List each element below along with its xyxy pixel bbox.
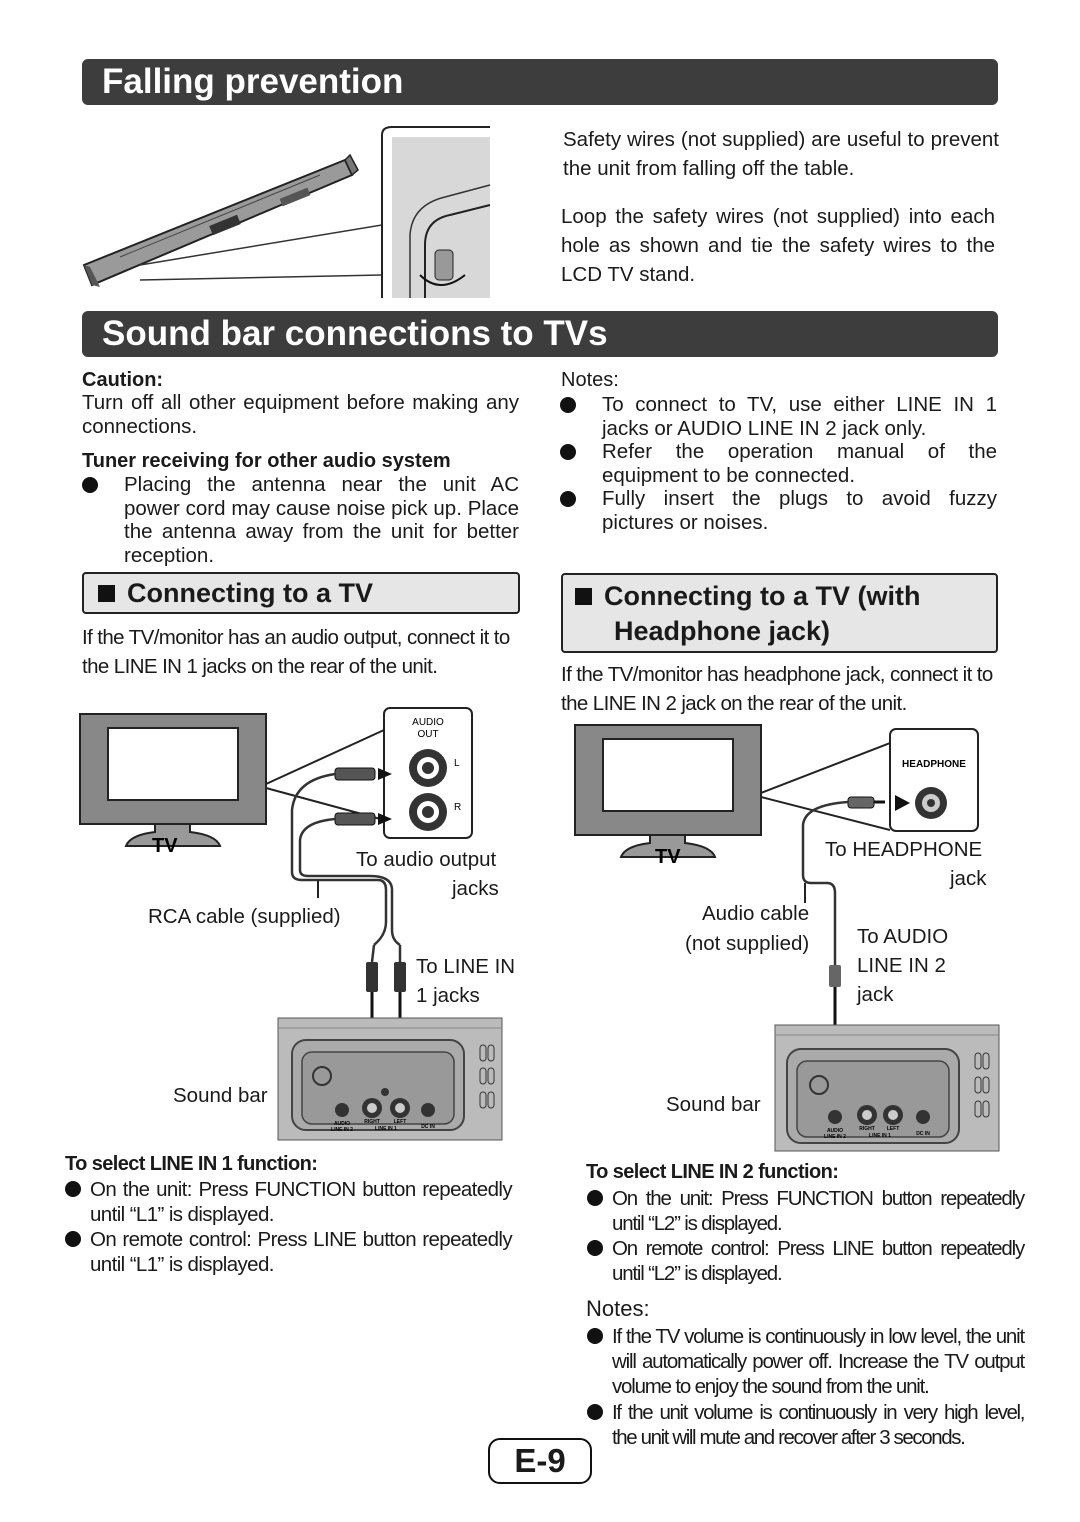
sound-bar-label: Sound bar: [666, 1093, 761, 1116]
to-audio-output-label: To audio output: [356, 848, 497, 871]
audio-cable-label: Audio cable: [702, 902, 810, 925]
falling-para-2: Loop the safety wires (not supplied) int…: [561, 205, 995, 286]
panel-label-line-in-2: LINE IN 2: [824, 1134, 846, 1140]
bottom-note-text: If the unit volume is continuously in ve…: [612, 1401, 1025, 1449]
headphone-connection-diagram: TV HEADPHONE AUDIO LINE IN 2 RIGHT LEFT …: [574, 724, 1000, 1152]
note-item: Fully insert the plugs to avoid fuzzy pi…: [560, 487, 997, 534]
panel-label-dc-in: DC IN: [916, 1131, 930, 1137]
select-line-in-1-heading: To select LINE IN 1 function:: [65, 1153, 318, 1175]
bullet-icon: [65, 1231, 81, 1247]
square-bullet-icon: [575, 588, 592, 605]
to-headphone-label: To HEADPHONE: [825, 838, 983, 861]
panel-label-audio: AUDIO: [334, 1121, 350, 1127]
sound-bar-label: Sound bar: [173, 1084, 268, 1107]
note-text: Fully insert the plugs to avoid fuzzy pi…: [602, 487, 997, 534]
panel-label-left: LEFT: [394, 1119, 407, 1125]
tv-label: TV: [152, 835, 178, 857]
select-bullet-text: On remote control: Press LINE button rep…: [90, 1228, 513, 1276]
bottom-note-item: If the unit volume is continuously in ve…: [587, 1400, 1025, 1450]
select-line-in-2-heading: To select LINE IN 2 function:: [586, 1161, 839, 1183]
connecting-headphone-heading: Connecting to a TV (with Headphone jack): [561, 573, 998, 653]
select-bullet-text: On the unit: Press FUNCTION button repea…: [90, 1178, 513, 1226]
bottom-notes-heading: Notes:: [586, 1296, 650, 1321]
bullet-icon: [560, 397, 576, 413]
bullet-icon: [587, 1404, 603, 1420]
panel-label-right: RIGHT: [859, 1126, 875, 1132]
headphone-heading-line-1: Connecting to a TV (with: [604, 581, 921, 611]
note-item: To connect to TV, use either LINE IN 1 j…: [560, 393, 997, 440]
connecting-tv-heading: Connecting to a TV: [82, 572, 520, 614]
to-audio-label: To AUDIO: [857, 925, 949, 948]
select-bullet: On remote control: Press LINE button rep…: [587, 1236, 1025, 1286]
note-item: Refer the operation manual of the equipm…: [560, 440, 997, 487]
tuner-bullet: Placing the antenna near the unit AC pow…: [82, 473, 519, 567]
audio-out-label-2: OUT: [417, 729, 438, 740]
select-bullet: On remote control: Press LINE button rep…: [65, 1227, 513, 1277]
falling-para-1: Safety wires (not supplied) are useful t…: [563, 128, 999, 180]
to-line-in-label: To LINE IN: [416, 955, 516, 978]
square-bullet-icon: [98, 585, 115, 602]
rca-cable-label: RCA cable (supplied): [148, 905, 341, 928]
bullet-icon: [82, 477, 98, 493]
panel-label-line-in-1: LINE IN 1: [869, 1133, 891, 1139]
note-text: Refer the operation manual of the equipm…: [602, 440, 997, 487]
falling-prevention-title: Falling prevention: [82, 59, 998, 105]
select-bullet-text: On remote control: Press LINE button rep…: [612, 1237, 1025, 1285]
select-bullet: On the unit: Press FUNCTION button repea…: [65, 1177, 513, 1227]
page-number: E-9: [488, 1438, 592, 1484]
bullet-icon: [65, 1181, 81, 1197]
panel-label-line-in-2: LINE IN 2: [331, 1127, 353, 1133]
panel-label-audio: AUDIO: [827, 1128, 843, 1134]
headphone-intro: If the TV/monitor has headphone jack, co…: [561, 663, 993, 715]
tv-intro: If the TV/monitor has an audio output, c…: [82, 626, 510, 678]
bullet-icon: [587, 1328, 603, 1344]
connections-title: Sound bar connections to TVs: [82, 311, 998, 357]
headphone-jack-panel: [889, 728, 979, 832]
connecting-tv-heading-text: Connecting to a TV: [127, 578, 373, 608]
bottom-note-item: If the TV volume is continuously in low …: [587, 1324, 1025, 1399]
tuner-heading: Tuner receiving for other audio system: [82, 450, 451, 472]
bullet-icon: [560, 444, 576, 460]
headphone-label: HEADPHONE: [902, 759, 966, 770]
line-in-2-jack-label: jack: [857, 983, 894, 1006]
left-channel-label: L: [454, 758, 460, 769]
jacks-label: jacks: [452, 877, 499, 900]
bullet-icon: [560, 491, 576, 507]
bullet-icon: [587, 1240, 603, 1256]
audio-out-label-1: AUDIO: [412, 717, 444, 728]
bottom-note-text: If the TV volume is continuously in low …: [612, 1325, 1025, 1398]
panel-label-right: RIGHT: [364, 1119, 380, 1125]
caution-heading: Caution:: [82, 369, 164, 391]
safety-wire-illustration: [82, 126, 491, 298]
not-supplied-label: (not supplied): [685, 932, 810, 955]
tv-label: TV: [655, 846, 681, 868]
select-bullet: On the unit: Press FUNCTION button repea…: [587, 1186, 1025, 1236]
line-in-jacks-label: 1 jacks: [416, 984, 480, 1007]
note-text: To connect to TV, use either LINE IN 1 j…: [602, 393, 997, 440]
right-channel-label: R: [454, 802, 461, 813]
headphone-heading-line-2: Headphone jack): [614, 616, 831, 646]
headphone-jack-label: jack: [950, 867, 987, 890]
tuner-bullet-text: Placing the antenna near the unit AC pow…: [124, 473, 519, 567]
panel-label-left: LEFT: [887, 1126, 900, 1132]
notes-heading: Notes:: [561, 369, 619, 391]
line-in-2-label: LINE IN 2: [857, 954, 946, 977]
panel-label-dc-in: DC IN: [421, 1124, 435, 1130]
bullet-icon: [587, 1190, 603, 1206]
tv-connection-diagram: TV AUDIO OUT L R AUDIO LINE IN 2 RIGHT L…: [79, 707, 503, 1141]
panel-label-line-in-1: LINE IN 1: [375, 1126, 397, 1132]
caution-text: Turn off all other equipment before maki…: [82, 391, 519, 438]
select-bullet-text: On the unit: Press FUNCTION button repea…: [612, 1187, 1025, 1235]
